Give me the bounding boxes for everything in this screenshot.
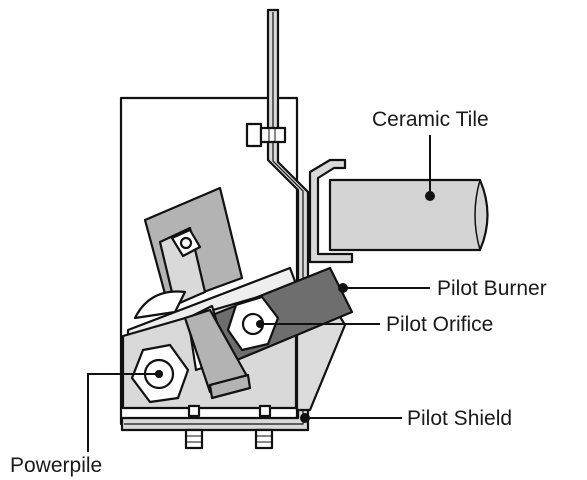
pilot-orifice-nut [226,295,280,352]
shield-bracket [120,8,310,432]
housing-bolt [245,122,287,148]
label-pilot-shield: Pilot Shield [407,407,512,430]
upper-mount-block [143,186,244,307]
powerpile-leader [87,373,159,452]
bottom-bolts [184,404,274,450]
pilot-orifice-leader-dot [256,320,264,328]
ceramic-tile-leader-dot [425,191,435,201]
pilot-shield-leader-dot [300,413,310,423]
powerpile-dome [133,290,187,320]
label-ceramic-tile: Ceramic Tile [372,108,489,131]
powerpile-leader-dot [155,370,163,378]
label-pilot-orifice: Pilot Orifice [386,313,493,336]
ceramic-tile [328,178,489,252]
label-pilot-burner: Pilot Burner [437,277,547,300]
pilot-burner-leader-dot [338,283,348,293]
tile-clamp [308,158,354,264]
leader-lines [87,135,435,452]
label-powerpile: Powerpile [10,454,102,477]
shield-bracket-inner [124,12,304,425]
lower-tab-foot [208,373,252,400]
